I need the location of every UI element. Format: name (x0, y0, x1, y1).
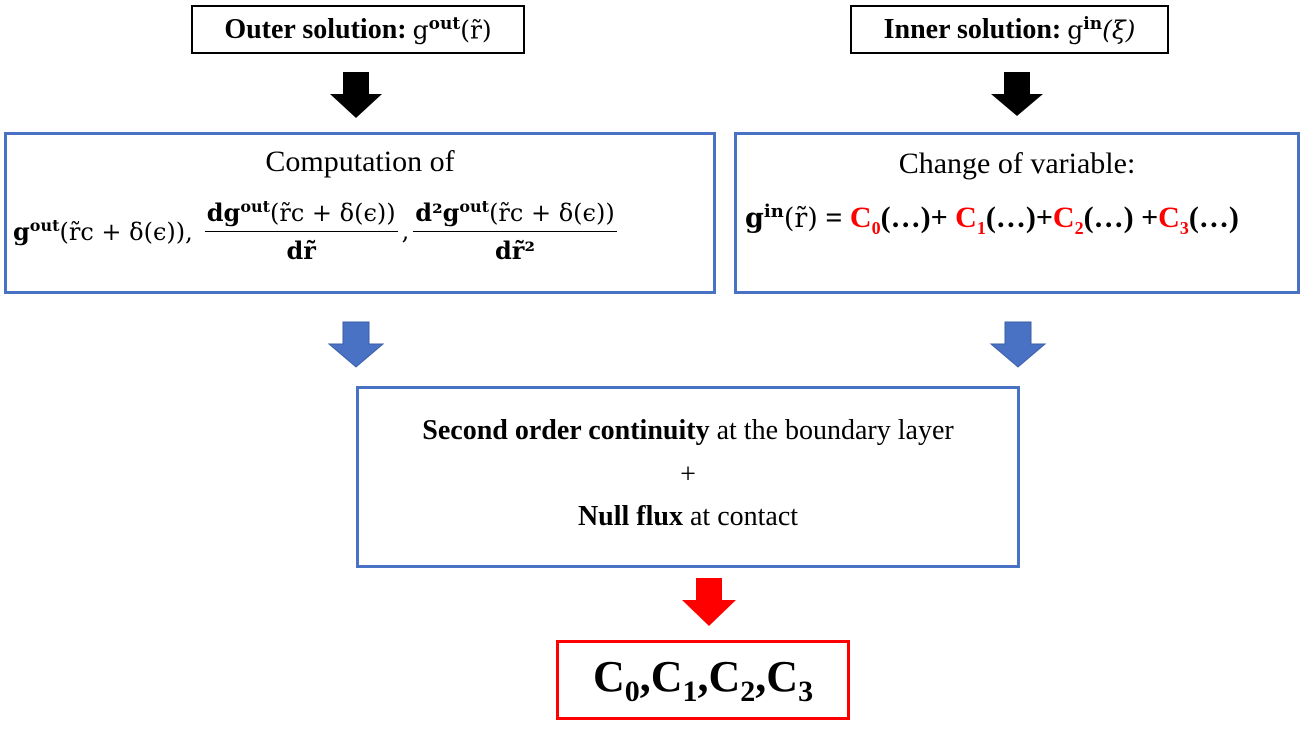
computation-title: Computation of (265, 145, 455, 178)
computation-equation: gout(r̃c + δ(ϵ)), dgout(r̃c + δ(ϵ)) dr̃ … (13, 197, 621, 265)
continuity-line: Second order continuity at the boundary … (422, 415, 954, 446)
first-derivative-fraction: dgout(r̃c + δ(ϵ)) dr̃ (204, 197, 398, 265)
computation-box: Computation of gout(r̃c + δ(ϵ)), dgout(r… (4, 132, 716, 294)
coefficient-c3: C3 (1158, 201, 1189, 238)
gout-term: gout(r̃c + δ(ϵ)), (13, 216, 193, 246)
red-arrow (682, 578, 736, 626)
change-of-variable-equation: gin(r̃) = C0(…)+ C1(…)+C2(…) +C3(…) (745, 201, 1239, 238)
inner-solution-formula: gin(ξ) (1067, 14, 1136, 45)
change-of-variable-box: Change of variable: gin(r̃) = C0(…)+ C1(… (734, 132, 1300, 294)
fraction-separator: , (401, 217, 410, 245)
outer-solution-box: Outer solution: gout(r̃) (191, 5, 525, 54)
outer-solution-label: Outer solution: (224, 13, 407, 45)
black-arrow-left (330, 72, 382, 118)
blue-arrow-left (327, 321, 385, 368)
coefficient-c2: C2 (1052, 201, 1084, 238)
second-derivative-fraction: d²gout(r̃c + δ(ϵ)) dr̃² (413, 197, 617, 265)
coefficient-c1: C1 (955, 201, 986, 238)
plus-sign: + (680, 459, 696, 490)
null-flux-line: Null flux at contact (577, 501, 799, 532)
outer-solution-formula: gout(r̃) (412, 14, 492, 45)
result-box: C0,C1,C2,C3 (556, 640, 850, 720)
coefficient-c0: C0 (849, 201, 881, 238)
blue-arrow-right (989, 321, 1047, 368)
black-arrow-right (991, 72, 1043, 116)
inner-solution-label: Inner solution: (883, 13, 1062, 45)
result-coefficients: C0,C1,C2,C3 (592, 652, 814, 708)
continuity-box: Second order continuity at the boundary … (356, 386, 1020, 568)
change-of-variable-title: Change of variable: (898, 147, 1136, 180)
inner-solution-box: Inner solution: gin(ξ) (850, 5, 1169, 54)
